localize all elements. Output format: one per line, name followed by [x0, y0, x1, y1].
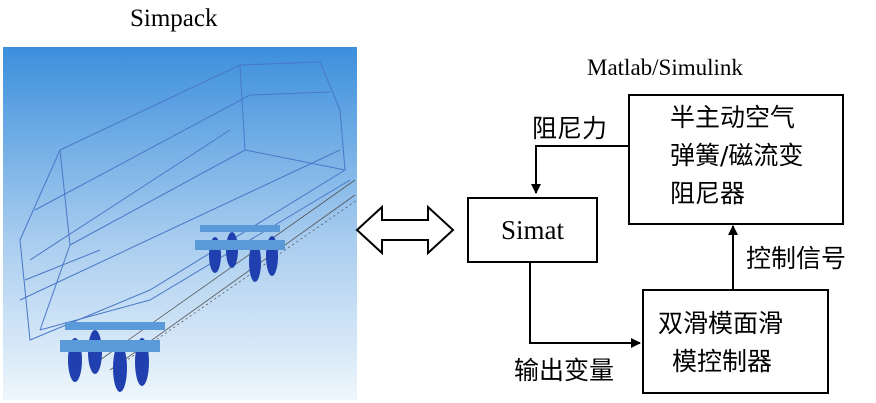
- simpack-label: Simpack: [130, 5, 218, 32]
- damper-line: 半主动空气: [670, 103, 796, 132]
- damper-line: 阻尼器: [670, 179, 746, 208]
- damper-block: 半主动空气 弹簧/磁流变 阻尼器: [628, 94, 844, 225]
- simat-label: Simat: [500, 214, 564, 245]
- control-signal-label: 控制信号: [746, 244, 847, 273]
- arrow-output-variable: [529, 262, 641, 348]
- simpack-train-model-image: [3, 47, 358, 400]
- simat-block: Simat: [467, 197, 598, 263]
- controller-line: 双滑模面滑: [658, 309, 784, 338]
- controller-block: 双滑模面滑 模控制器: [642, 289, 829, 394]
- damper-line: 弹簧/磁流变: [670, 141, 804, 170]
- arrow-damping-force: [531, 145, 628, 194]
- controller-line: 模控制器: [672, 347, 773, 376]
- bidirectional-arrow: [355, 204, 455, 256]
- matlab-simulink-label: Matlab/Simulink: [587, 55, 743, 80]
- damping-force-label: 阻尼力: [532, 114, 608, 143]
- output-variable-label: 输出变量: [514, 356, 615, 385]
